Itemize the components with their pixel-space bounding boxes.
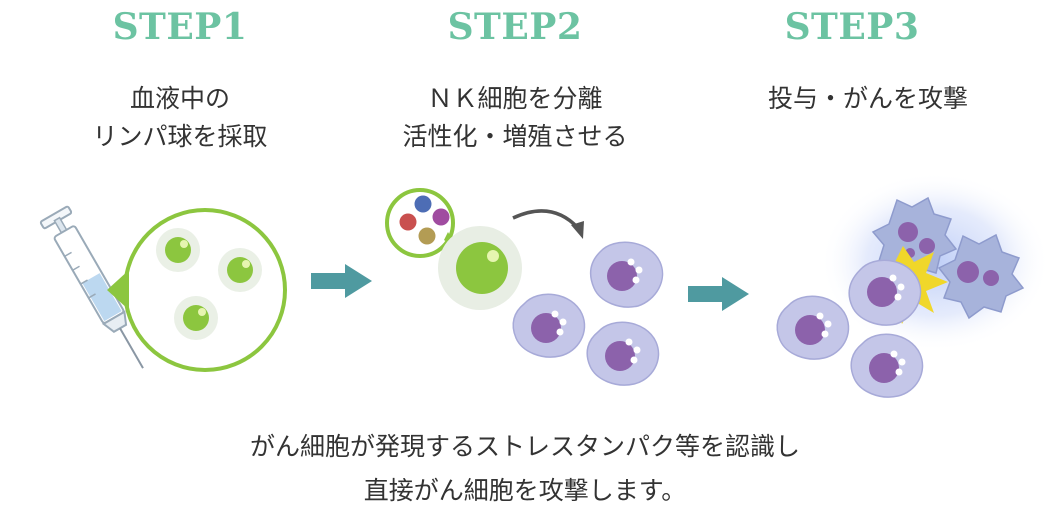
step2-desc-line2: 活性化・増殖させる — [402, 122, 628, 151]
arrow-right-icon — [311, 264, 372, 298]
step1-desc-line2: リンパ球を採取 — [92, 122, 268, 151]
nk-cell — [848, 259, 922, 326]
nk-cell — [512, 293, 586, 358]
lymphocyte — [174, 296, 218, 340]
lymphocyte — [156, 228, 200, 272]
step3-desc-line1: 投与・がんを攻撃 — [767, 84, 968, 113]
step3-description: 投与・がんを攻撃 — [708, 80, 1028, 118]
lymphocyte — [218, 248, 262, 292]
step2-description: ＮＫ細胞を分離 活性化・増殖させる — [355, 80, 675, 156]
step2-title: STEP2 — [447, 6, 583, 48]
arrow-right-icon — [688, 277, 749, 311]
cancer-cell — [871, 196, 958, 281]
footer-line2: 直接がん細胞を攻撃します。 — [363, 476, 687, 505]
nk-cell — [586, 321, 660, 386]
step1-title: STEP1 — [112, 6, 248, 48]
activated-lymphocyte — [438, 226, 522, 310]
syringe-icon — [39, 205, 144, 369]
nk-cell — [850, 333, 924, 398]
step2-desc-line1: ＮＫ細胞を分離 — [427, 84, 603, 113]
lymphocyte-zoom-bubble — [107, 208, 287, 372]
granule-bubble — [385, 188, 458, 258]
nk-cell — [589, 241, 664, 308]
cancer-cell — [937, 233, 1025, 320]
curved-arrow-icon — [512, 209, 584, 239]
step3-title: STEP3 — [784, 6, 920, 48]
footer-caption: がん細胞が発現するストレスタンパク等を認識し 直接がん細胞を攻撃します。 — [0, 430, 1050, 508]
step1-desc-line1: 血液中の — [129, 84, 230, 113]
step1-description: 血液中の リンパ球を採取 — [20, 80, 340, 156]
nk-cell — [776, 295, 850, 360]
footer-line1: がん細胞が発現するストレスタンパク等を認識し — [249, 432, 800, 461]
